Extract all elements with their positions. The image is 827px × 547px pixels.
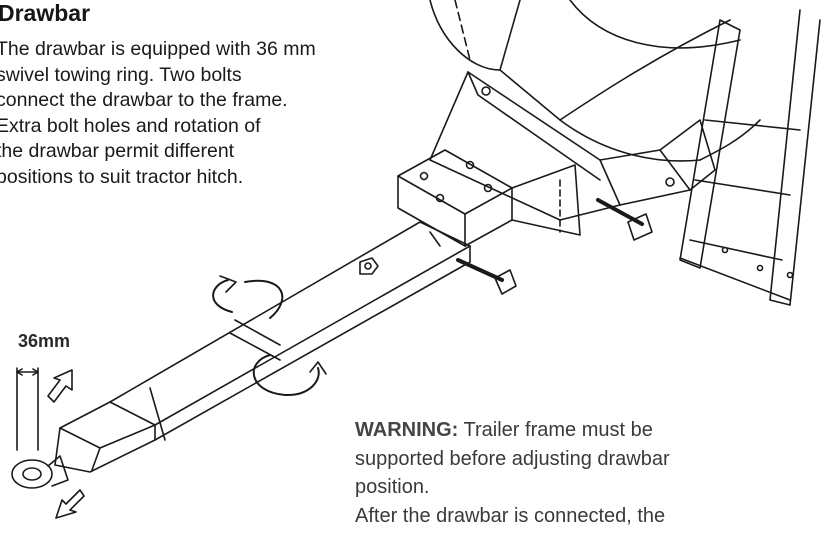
- frame-gusset: [429, 71, 716, 221]
- intro-paragraph: The drawbar is equipped with 36 mm swive…: [0, 37, 446, 190]
- ladder: [679, 9, 821, 306]
- rotation-arrow-upper: [212, 275, 284, 319]
- warning-line: supported before adjusting drawbar: [355, 447, 670, 470]
- intro-line: swivel towing ring. Two bolts: [0, 63, 242, 86]
- drawbar-bolt: [456, 258, 517, 295]
- towing-ring: [11, 455, 69, 489]
- drawbar-tube: [54, 221, 471, 473]
- section-title: Drawbar: [0, 0, 91, 26]
- warning-text: Trailer frame must be: [458, 419, 653, 441]
- dimension-label: 36mm: [18, 331, 71, 351]
- intro-line: The drawbar is equipped with 36 mm: [0, 38, 316, 60]
- warning-note: WARNING: Trailer frame must be supported…: [355, 416, 825, 530]
- intro-line: connect the drawbar to the frame.: [0, 89, 288, 111]
- rotation-arrow-lower: [252, 354, 327, 397]
- warning-label: WARNING:: [355, 419, 459, 441]
- intro-line: the drawbar permit different: [0, 140, 235, 162]
- down-arrow: [55, 489, 85, 519]
- nut: [359, 257, 379, 275]
- warning-line: WARNING: Trailer frame must be: [355, 416, 825, 445]
- intro-line: positions to suit tractor hitch.: [0, 165, 244, 188]
- side-bolt: [596, 198, 653, 241]
- warning-line: position.: [355, 476, 430, 498]
- up-arrow: [47, 369, 73, 403]
- warning-line: After the drawbar is connected, the: [355, 504, 666, 527]
- ring-dimension-marker: [16, 367, 39, 451]
- hopper-body: [429, 0, 761, 162]
- mounting-block: [397, 149, 581, 247]
- intro-line: Extra bolt holes and rotation of: [0, 114, 261, 137]
